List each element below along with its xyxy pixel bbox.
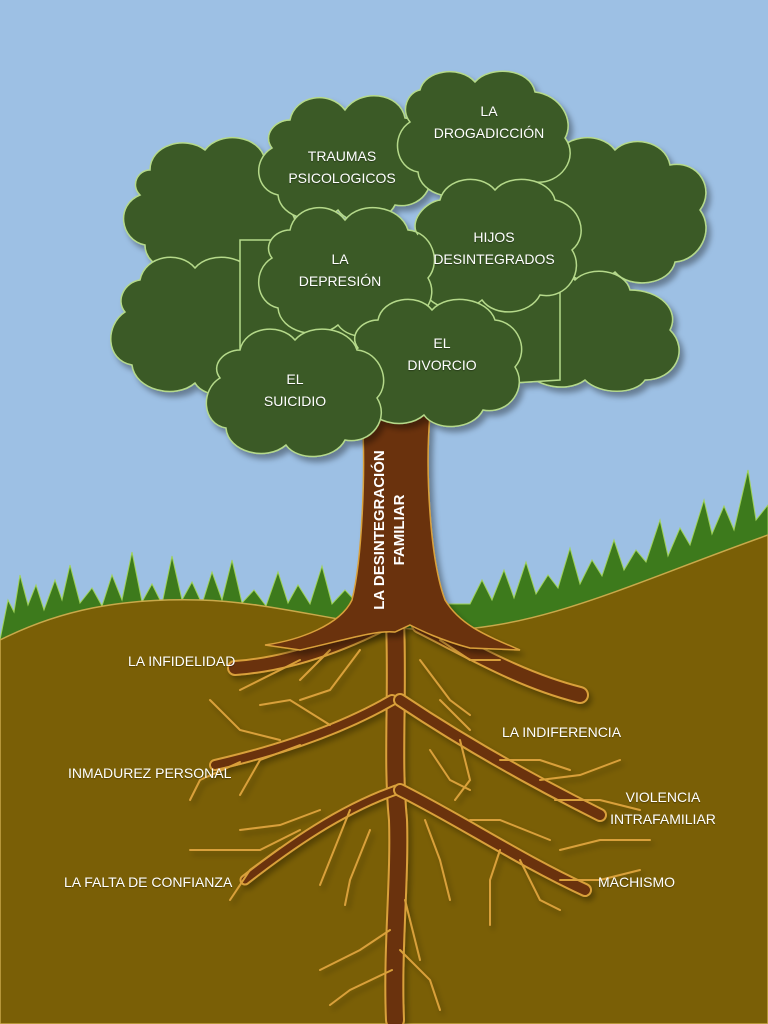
trunk-label-line2: FAMILIAR xyxy=(391,494,408,566)
crown xyxy=(110,70,707,458)
label-hijos-line2: DESINTEGRADOS xyxy=(433,251,555,267)
label-suicidio: EL SUICIDIO xyxy=(264,368,326,412)
label-indiferencia: LA INDIFERENCIA xyxy=(502,724,622,740)
label-violencia-line2: INTRAFAMILIAR xyxy=(610,811,716,827)
label-divorcio-line1: EL xyxy=(433,335,451,351)
label-drogadiccion-line1: LA xyxy=(480,103,498,119)
trunk xyxy=(264,414,521,651)
label-inmadurez: INMADUREZ PERSONAL xyxy=(68,765,232,781)
trunk-label: LA DESINTEGRACIÓN FAMILIAR xyxy=(370,450,410,609)
label-depresion: LA DEPRESIÓN xyxy=(299,248,381,292)
label-machismo: MACHISMO xyxy=(598,874,675,890)
label-suicidio-line2: SUICIDIO xyxy=(263,393,327,409)
label-drogadiccion: LA DROGADICCIÓN xyxy=(434,100,544,144)
label-infidelidad: LA INFIDELIDAD xyxy=(128,653,236,669)
leaf-cluster-traumas xyxy=(257,95,433,223)
label-traumas-line1: TRAUMAS xyxy=(307,148,377,164)
label-traumas-line2: PSICOLOGICOS xyxy=(288,170,396,186)
label-hijos: HIJOS DESINTEGRADOS xyxy=(433,226,554,270)
label-divorcio-line2: DIVORCIO xyxy=(407,357,477,373)
label-suicidio-line1: EL xyxy=(286,371,304,387)
label-violencia: VIOLENCIA INTRAFAMILIAR xyxy=(610,786,716,830)
label-drogadiccion-line2: DROGADICCIÓN xyxy=(433,125,545,141)
label-hijos-line1: HIJOS xyxy=(473,229,515,245)
label-depresion-line1: LA xyxy=(331,251,349,267)
crown-outlines xyxy=(267,119,441,349)
label-depresion-line2: DEPRESIÓN xyxy=(298,273,382,289)
label-divorcio: EL DIVORCIO xyxy=(407,332,476,376)
label-confianza: LA FALTA DE CONFIANZA xyxy=(64,874,233,890)
leaf-cluster-suicidio xyxy=(205,328,385,458)
label-violencia-line1: VIOLENCIA xyxy=(625,789,701,805)
label-traumas: TRAUMAS PSICOLOGICOS xyxy=(288,145,395,189)
trunk-label-line1: LA DESINTEGRACIÓN xyxy=(371,450,388,610)
